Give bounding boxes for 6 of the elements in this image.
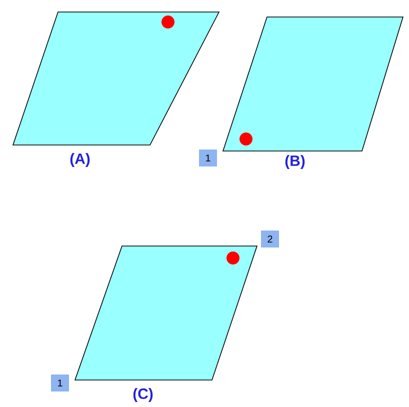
shape-label: (A): [70, 153, 90, 167]
shape-label: (B): [285, 155, 305, 169]
shape-label: (C): [133, 388, 153, 402]
number-box: 2: [261, 230, 279, 248]
number-box: 1: [199, 150, 217, 166]
number-box: 1: [51, 374, 69, 392]
